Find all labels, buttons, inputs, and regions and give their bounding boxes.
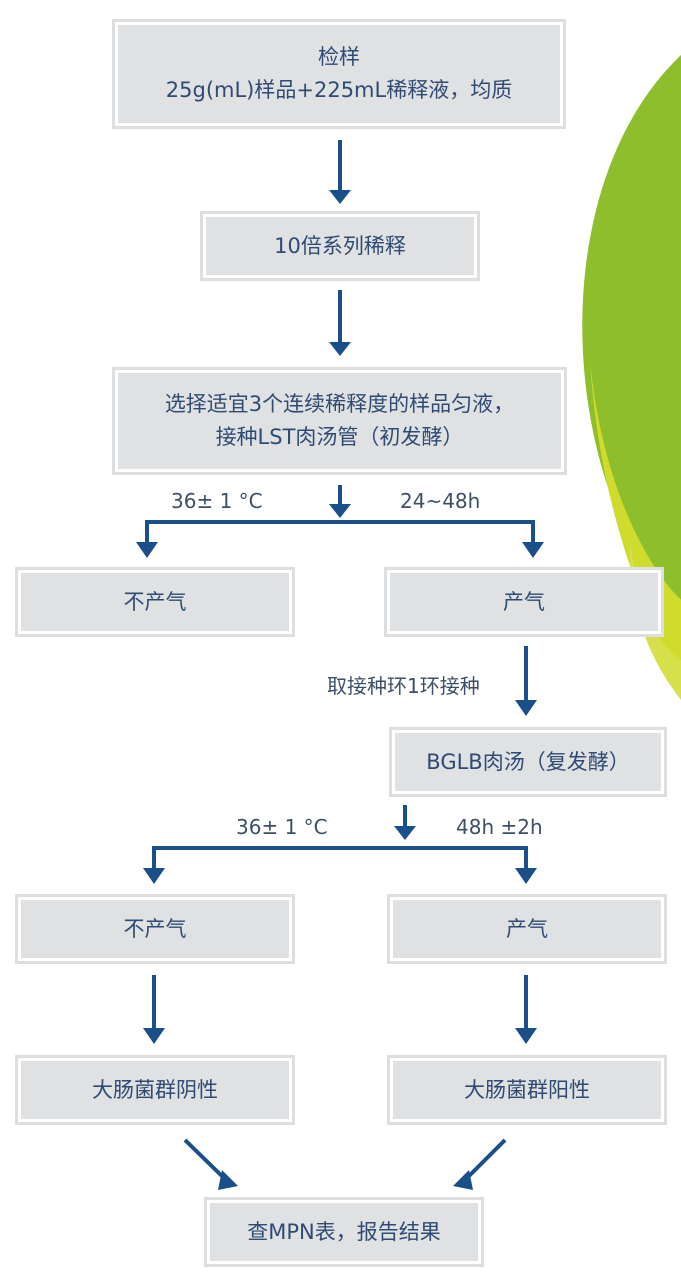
inoculate-line-2: 接种LST肉汤管（初发酵） bbox=[215, 425, 464, 449]
lst-gas-label: 产气 bbox=[503, 589, 545, 614]
arrowhead bbox=[515, 700, 537, 716]
sample-description: 25g(mL)样品+225mL稀释液，均质 bbox=[165, 78, 513, 102]
sample-box: 检样 25g(mL)样品+225mL稀释液，均质 bbox=[112, 19, 566, 129]
arrowhead bbox=[329, 342, 351, 356]
report-label: 查MPN表，报告结果 bbox=[247, 1219, 441, 1244]
arrowhead bbox=[515, 1028, 537, 1044]
leaf-stem-shape bbox=[629, 540, 681, 700]
bglb-gas-box: 产气 bbox=[387, 894, 667, 964]
bglb-temperature-label: 36± 1 °C bbox=[236, 815, 328, 839]
bglb-time-label: 48h ±2h bbox=[456, 815, 543, 839]
bglb-label: BGLB肉汤（复发酵） bbox=[426, 749, 630, 774]
branch-lst bbox=[145, 520, 535, 548]
transfer-label: 取接种环1环接种 bbox=[327, 674, 480, 698]
sample-title: 检样 bbox=[318, 45, 360, 70]
lst-time-label: 24~48h bbox=[400, 489, 481, 513]
arrowhead bbox=[136, 542, 158, 558]
branch-bglb bbox=[152, 846, 528, 874]
lst-no-gas-box: 不产气 bbox=[15, 567, 295, 637]
positive-label: 大肠菌群阳性 bbox=[464, 1077, 590, 1102]
lst-temperature-label: 36± 1 °C bbox=[171, 489, 263, 513]
bglb-gas-label: 产气 bbox=[506, 916, 548, 941]
report-box: 查MPN表，报告结果 bbox=[204, 1197, 484, 1267]
arrow-negative-to-report bbox=[183, 1138, 228, 1182]
bglb-no-gas-box: 不产气 bbox=[15, 894, 295, 964]
arrowhead bbox=[394, 826, 416, 840]
bglb-box: BGLB肉汤（复发酵） bbox=[389, 727, 667, 797]
arrowhead bbox=[143, 1028, 165, 1044]
lst-no-gas-label: 不产气 bbox=[123, 589, 187, 614]
negative-label: 大肠菌群阴性 bbox=[92, 1077, 218, 1102]
arrowhead bbox=[143, 868, 165, 884]
negative-box: 大肠菌群阴性 bbox=[15, 1055, 295, 1125]
arrowhead bbox=[218, 1170, 238, 1190]
bglb-no-gas-label: 不产气 bbox=[123, 916, 187, 941]
arrow-positive-to-report bbox=[463, 1138, 507, 1182]
arrowhead bbox=[515, 868, 537, 884]
arrowhead bbox=[329, 190, 351, 204]
positive-box: 大肠菌群阳性 bbox=[387, 1055, 667, 1125]
arrowhead bbox=[329, 504, 351, 518]
inoculate-line-1: 选择适宜3个连续稀释度的样品匀液， bbox=[164, 392, 515, 417]
inoculate-box: 选择适宜3个连续稀释度的样品匀液， 接种LST肉汤管（初发酵） bbox=[112, 367, 567, 475]
arrowhead bbox=[453, 1170, 473, 1190]
lst-gas-box: 产气 bbox=[384, 567, 664, 637]
dilution-label: 10倍系列稀释 bbox=[274, 233, 406, 258]
arrowhead bbox=[522, 542, 544, 558]
dilution-box: 10倍系列稀释 bbox=[200, 211, 480, 281]
